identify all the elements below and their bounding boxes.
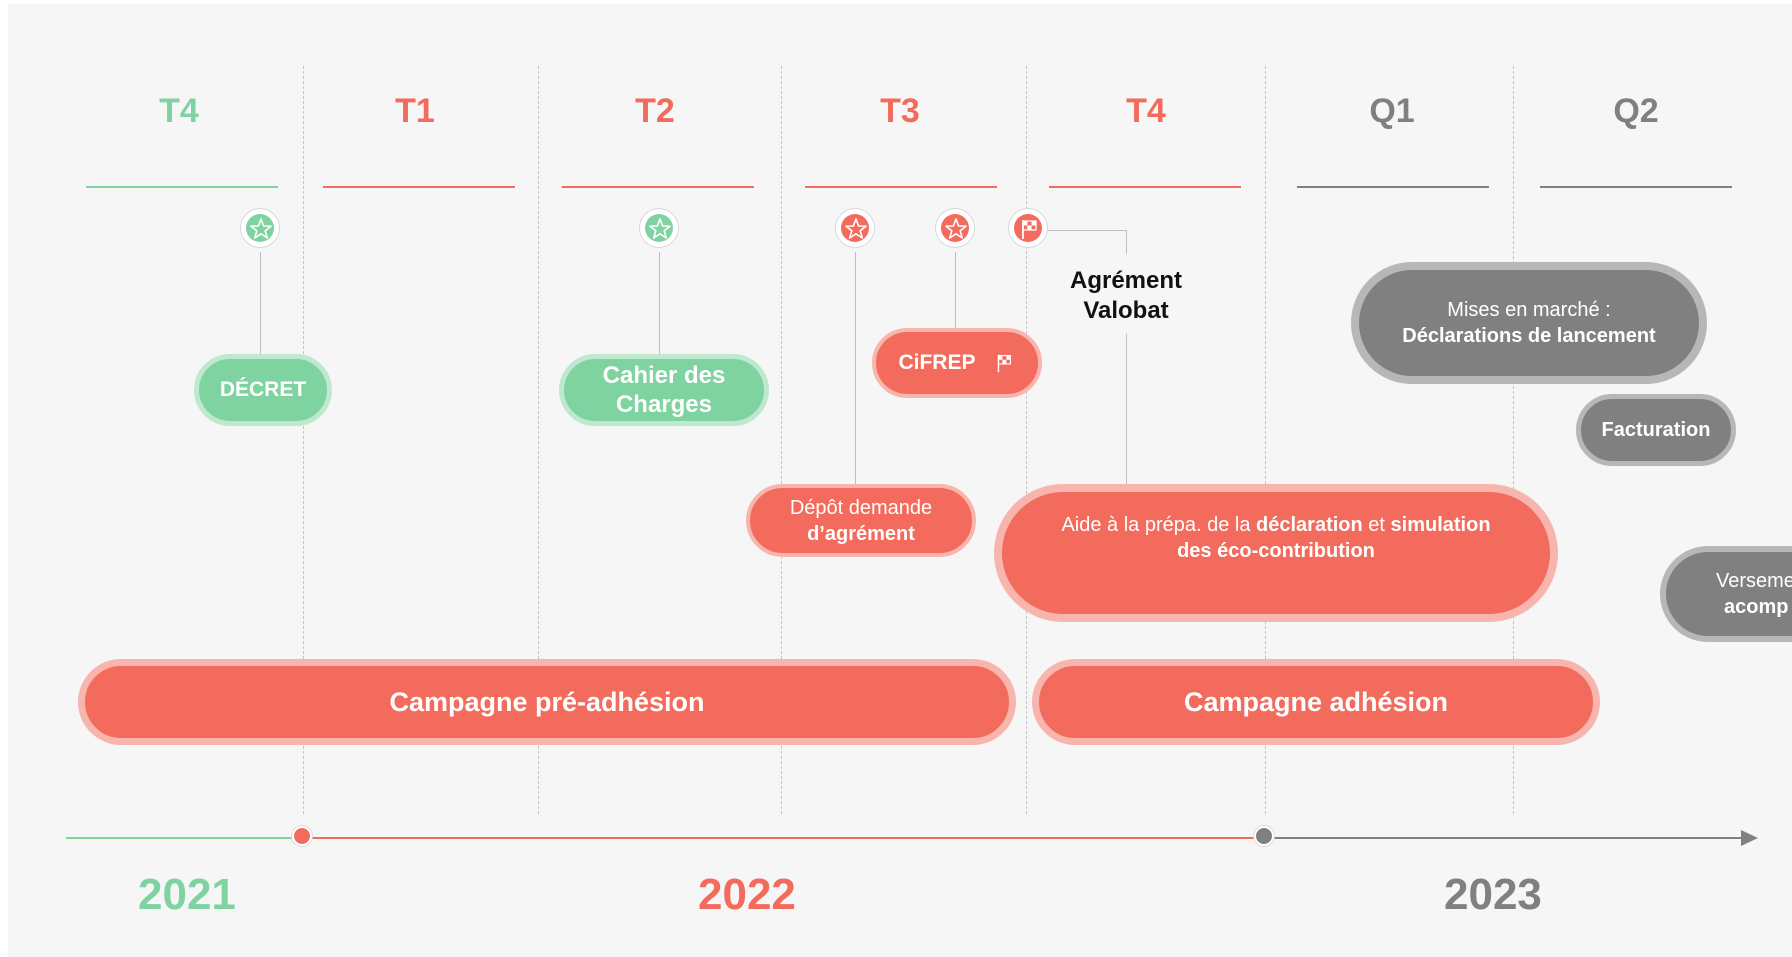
quarter-underline xyxy=(86,186,278,188)
quarter-underline xyxy=(1297,186,1489,188)
quarter-separator xyxy=(1513,66,1514,814)
quarter-separator xyxy=(1026,66,1027,814)
quarter-label: Q2 xyxy=(1613,92,1659,130)
arrow-head-icon xyxy=(1741,830,1758,846)
checkered-flag-icon xyxy=(1022,220,1037,239)
milestone-agrement xyxy=(1008,208,1048,248)
aide-connector xyxy=(1126,334,1127,488)
quarter-label: T1 xyxy=(395,92,435,130)
axis-segment-2022 xyxy=(304,837,1265,839)
timeline-canvas: T4 T1 T2 T3 T4 Q1 Q2 xyxy=(8,4,1792,957)
agrement-connector-v xyxy=(1126,230,1127,254)
aide-text-bold: déclaration xyxy=(1256,514,1363,536)
campaign-pre-adhesion-bar: Campagne pré-adhésion xyxy=(78,659,1016,745)
decret-connector xyxy=(260,252,261,358)
quarter-separator xyxy=(781,66,782,814)
quarter-separator xyxy=(538,66,539,814)
aide-text-part: et xyxy=(1362,514,1391,536)
versement-pill: Verseme acomp xyxy=(1660,546,1792,642)
quarter-underline xyxy=(1049,186,1241,188)
depot-pill: Dépôt demande d’agrément xyxy=(746,484,976,557)
campaign-pre-adhesion-label: Campagne pré-adhésion xyxy=(389,686,705,717)
axis-segment-2023 xyxy=(1265,837,1745,839)
agrement-label-line2: Valobat xyxy=(1083,297,1169,324)
milestone-decret xyxy=(240,208,280,248)
facturation-label: Facturation xyxy=(1601,418,1711,441)
decret-pill: DÉCRET xyxy=(194,354,332,426)
axis-year-marker xyxy=(292,826,312,846)
mises-label-line1: Mises en marché : xyxy=(1447,299,1611,321)
versement-label-line2: acomp xyxy=(1724,596,1789,618)
checkered-flag-icon xyxy=(997,354,1011,373)
aide-pill: Aide à la prépa. de la déclaration et si… xyxy=(994,484,1558,622)
quarter-underline xyxy=(562,186,754,188)
campaign-adhesion-bar: Campagne adhésion xyxy=(1032,659,1600,745)
depot-label-line1: Dépôt demande xyxy=(789,496,933,519)
aide-text-part: Aide à la prépa. de la xyxy=(1061,514,1257,536)
star-icon xyxy=(845,218,867,239)
quarter-label: T2 xyxy=(635,92,675,130)
aide-label-line2: des éco-contribution xyxy=(1177,540,1375,562)
depot-connector xyxy=(855,252,856,488)
mises-label-line2: Déclarations de lancement xyxy=(1402,325,1656,347)
agrement-connector-h xyxy=(1028,230,1127,231)
quarter-separator xyxy=(1265,66,1266,814)
quarter-label: T4 xyxy=(159,92,199,130)
mises-pill: Mises en marché : Déclarations de lancem… xyxy=(1351,262,1707,384)
milestone-depot xyxy=(835,208,875,248)
versement-label-line1: Verseme xyxy=(1716,570,1792,592)
quarter-separator xyxy=(303,66,304,814)
aide-text-bold: simulation xyxy=(1390,514,1491,536)
axis-year-marker xyxy=(1254,826,1274,846)
agrement-label-line1: Agrément xyxy=(1069,267,1183,294)
aide-label-line1: Aide à la prépa. de la déclaration et si… xyxy=(1061,512,1490,538)
star-icon xyxy=(945,218,967,239)
cahier-label-line1: Cahier des xyxy=(602,362,726,389)
campaign-adhesion-label: Campagne adhésion xyxy=(1183,686,1449,717)
milestone-cifrep xyxy=(935,208,975,248)
agrement-label: Agrément Valobat xyxy=(1046,266,1206,326)
cahier-label-line2: Charges xyxy=(615,391,713,418)
year-label: 2021 xyxy=(138,870,236,919)
quarter-label: Q1 xyxy=(1369,92,1415,130)
quarter-underline xyxy=(1540,186,1732,188)
quarter-underline xyxy=(323,186,515,188)
quarter-label: T3 xyxy=(880,92,920,130)
depot-label-line2: d’agrément xyxy=(807,522,915,545)
star-icon xyxy=(250,218,272,239)
year-label: 2022 xyxy=(698,870,796,919)
cifrep-label: CiFREP xyxy=(898,351,976,374)
quarter-label: T4 xyxy=(1126,92,1166,130)
year-label: 2023 xyxy=(1444,870,1542,919)
cahier-connector xyxy=(659,252,660,358)
axis-segment-2021 xyxy=(66,837,304,839)
milestone-cahier xyxy=(639,208,679,248)
cahier-pill: Cahier des Charges xyxy=(559,354,769,426)
decret-label: DÉCRET xyxy=(219,378,307,401)
cifrep-pill: CiFREP xyxy=(872,328,1042,398)
quarter-underline xyxy=(805,186,997,188)
star-icon xyxy=(649,218,671,239)
facturation-pill: Facturation xyxy=(1576,394,1736,466)
cifrep-connector xyxy=(955,252,956,334)
